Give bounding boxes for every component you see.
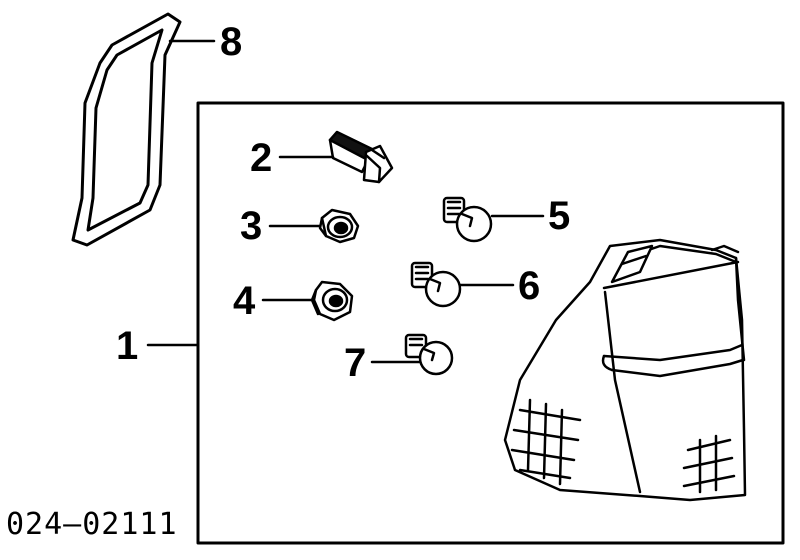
callout-5: 5 — [548, 194, 571, 238]
callout-7: 7 — [344, 341, 367, 385]
socket-part-4 — [310, 280, 354, 322]
socket-part — [318, 208, 360, 244]
bulb-part-6 — [410, 261, 462, 308]
callout-6: 6 — [518, 264, 541, 308]
callout-1: 1 — [116, 324, 139, 368]
reference-code: 024—02111 — [6, 507, 178, 542]
bulb-part-5 — [442, 196, 493, 243]
tail-light-housing — [503, 238, 747, 502]
bulb-part-7 — [404, 333, 454, 376]
tail-light-frame — [196, 101, 785, 545]
bulb-holder-part — [328, 130, 394, 184]
callout-2: 2 — [250, 136, 273, 180]
callout-8: 8 — [220, 20, 243, 64]
gasket-part — [71, 12, 182, 247]
callout-4: 4 — [233, 279, 256, 323]
callout-3: 3 — [240, 204, 263, 248]
